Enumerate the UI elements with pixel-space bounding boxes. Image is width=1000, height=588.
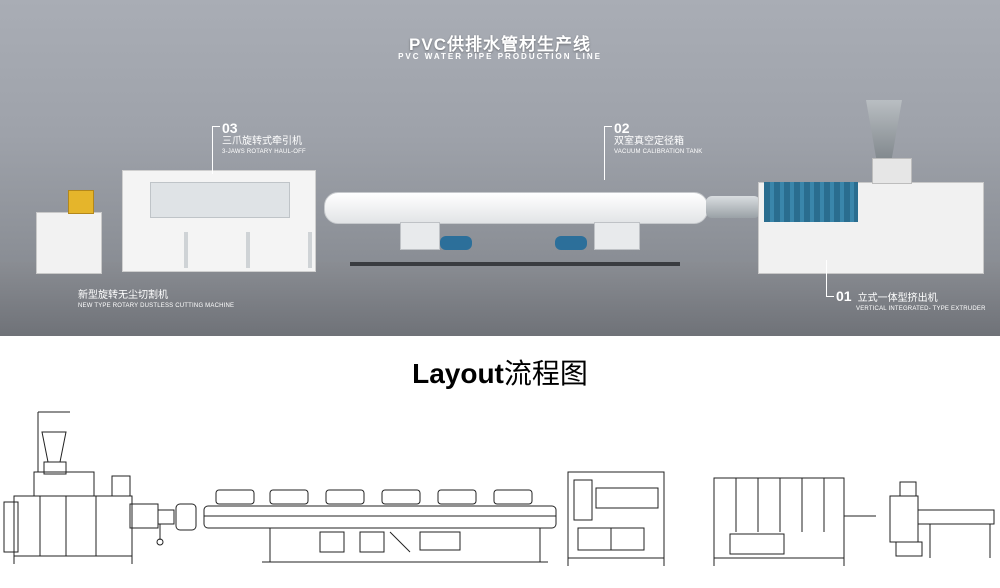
callout-leader bbox=[604, 126, 612, 127]
extruder-heater-panel bbox=[764, 182, 858, 222]
layout-heading: Layout流程图 bbox=[0, 352, 1000, 392]
callout-number: 01 bbox=[836, 288, 852, 304]
water-pump bbox=[440, 236, 472, 250]
floor bbox=[0, 262, 1000, 336]
callout-label-en: 3-JAWS ROTARY HAUL-OFF bbox=[222, 149, 306, 155]
cutting-machine-motor bbox=[68, 190, 94, 214]
callout-haul-off: 03 三爪旋转式牵引机 3-JAWS ROTARY HAUL-OFF bbox=[222, 120, 306, 156]
callout-label-cn: 双室真空定径箱 bbox=[614, 136, 684, 147]
callout-leader bbox=[826, 296, 834, 297]
callout-label-cn: 新型旋转无尘切割机 bbox=[78, 290, 168, 301]
water-pump bbox=[555, 236, 587, 250]
callout-vacuum-tank: 02 双室真空定径箱 VACUUM CALIBRATION TANK bbox=[614, 120, 703, 156]
cutting-machine bbox=[36, 212, 102, 274]
extrusion-die bbox=[706, 196, 760, 218]
haul-off-window bbox=[150, 182, 290, 218]
vacuum-tank-box bbox=[400, 222, 440, 250]
drawing-stacker bbox=[889, 481, 995, 558]
drawing-haul-off bbox=[567, 471, 665, 566]
layout-heading-cn: 流程图 bbox=[503, 358, 588, 389]
banner-title-en: PVC WATER PIPE PRODUCTION LINE bbox=[398, 52, 602, 61]
callout-cutting-machine: 新型旋转无尘切割机 NEW TYPE ROTARY DUSTLESS CUTTI… bbox=[78, 290, 234, 310]
callout-label-cn: 三爪旋转式牵引机 bbox=[222, 136, 302, 147]
vacuum-tank bbox=[324, 192, 708, 224]
callout-label-cn: 立式一体型挤出机 bbox=[857, 293, 938, 304]
callout-leader bbox=[212, 126, 220, 127]
extruder-hopper bbox=[866, 100, 902, 162]
callout-leader bbox=[604, 126, 605, 180]
drawing-die bbox=[156, 503, 197, 546]
callout-number: 02 bbox=[614, 120, 630, 136]
drawing-vacuum-tank bbox=[203, 489, 557, 563]
extruder-machine bbox=[758, 182, 984, 274]
callout-number: 03 bbox=[222, 120, 238, 136]
haul-off-cabinets bbox=[126, 232, 312, 268]
production-line-photo: PVC供排水管材生产线 PVC WATER PIPE PRODUCTION LI… bbox=[0, 0, 1000, 336]
layout-heading-en: Layout bbox=[412, 358, 504, 389]
callout-label-en: VERTICAL INTEGRATED- TYPE EXTRUDER bbox=[856, 306, 986, 312]
callout-label-en: NEW TYPE ROTARY DUSTLESS CUTTING MACHINE bbox=[78, 303, 235, 309]
drawing-extruder bbox=[3, 411, 159, 564]
layout-line-drawing bbox=[0, 392, 1000, 588]
callout-extruder: 01 立式一体型挤出机 VERTICAL INTEGRATED- TYPE EX… bbox=[836, 288, 986, 313]
extruder-feeder bbox=[872, 158, 912, 184]
callout-label-en: VACUUM CALIBRATION TANK bbox=[614, 149, 703, 155]
banner-title-cn: PVC供排水管材生产线 bbox=[409, 35, 591, 54]
callout-leader bbox=[212, 126, 213, 174]
callout-leader bbox=[826, 260, 827, 296]
drawing-cutting-machine bbox=[713, 477, 876, 566]
vacuum-tank-box bbox=[594, 222, 640, 250]
vacuum-tank-frame bbox=[350, 222, 680, 266]
